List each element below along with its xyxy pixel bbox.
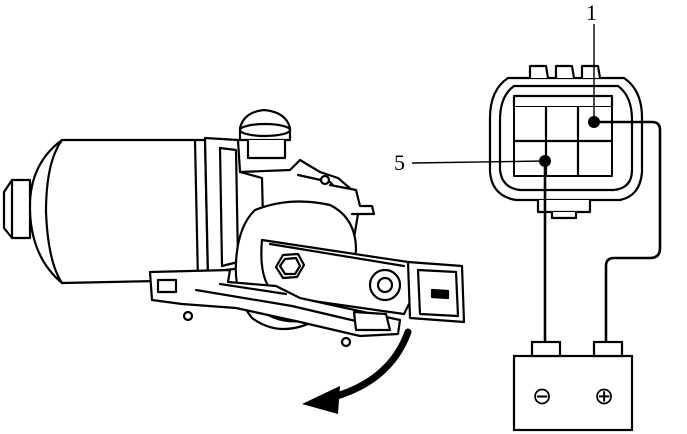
battery-positive-post <box>592 340 624 358</box>
wiper-motor <box>2 108 466 348</box>
battery-negative-post <box>530 340 562 358</box>
callout-5-label: 5 <box>394 150 405 175</box>
harness-connector <box>488 64 644 220</box>
callout-5-leader <box>411 160 546 164</box>
motor-housing <box>36 138 220 285</box>
test-leads <box>543 120 662 342</box>
motor-end-cap <box>28 138 64 285</box>
battery <box>512 340 634 432</box>
battery-positive-symbol: ⊕ <box>594 382 614 410</box>
motor-shaft-stub <box>2 178 32 240</box>
positive-lead <box>594 120 662 342</box>
battery-negative-symbol: ⊖ <box>532 382 552 410</box>
rotation-arrow <box>302 328 412 414</box>
battery-body <box>512 354 634 432</box>
callout-1-label: 1 <box>586 0 597 25</box>
